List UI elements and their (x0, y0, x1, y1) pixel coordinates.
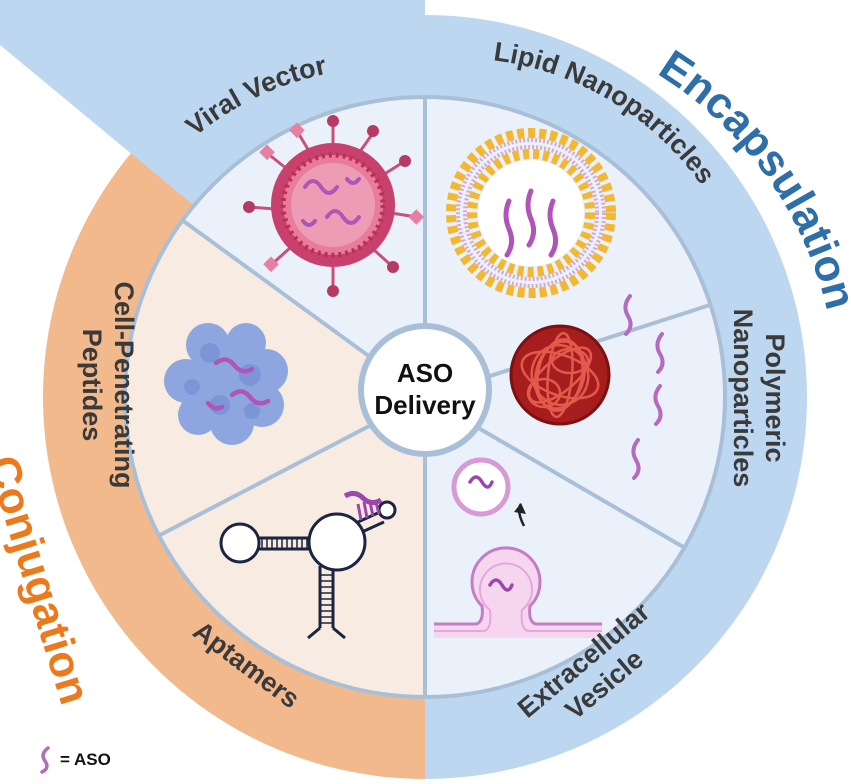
center-hub (358, 323, 492, 457)
label-cpp-line2: Peptides (77, 329, 107, 442)
peptide-icon (164, 323, 288, 445)
label-cpp-line1: Cell-Penetrating (109, 281, 139, 488)
label-polymeric-line2: Nanoparticles (728, 309, 758, 488)
center-title-line2: Delivery (374, 390, 476, 420)
free-aso-strands (623, 294, 665, 480)
legend-label: = ASO (60, 750, 111, 769)
center-title-line1: ASO (397, 358, 453, 388)
label-polymeric-line1: Polymeric (760, 333, 790, 462)
legend: = ASO (38, 744, 111, 776)
polymeric-nanoparticle-icon (509, 324, 611, 426)
wedge-polymeric-nanoparticles (425, 305, 725, 548)
aso-strand-icon (40, 746, 50, 774)
label-cell-penetrating-peptides: Cell-Penetrating Peptides (77, 281, 139, 488)
aptamer-icon (219, 490, 397, 640)
lipid-nanoparticle-icon (446, 128, 616, 298)
virus-icon (243, 115, 425, 297)
extracellular-vesicle-icon (434, 457, 602, 638)
label-polymeric-nanoparticles: Polymeric Nanoparticles (728, 309, 790, 488)
